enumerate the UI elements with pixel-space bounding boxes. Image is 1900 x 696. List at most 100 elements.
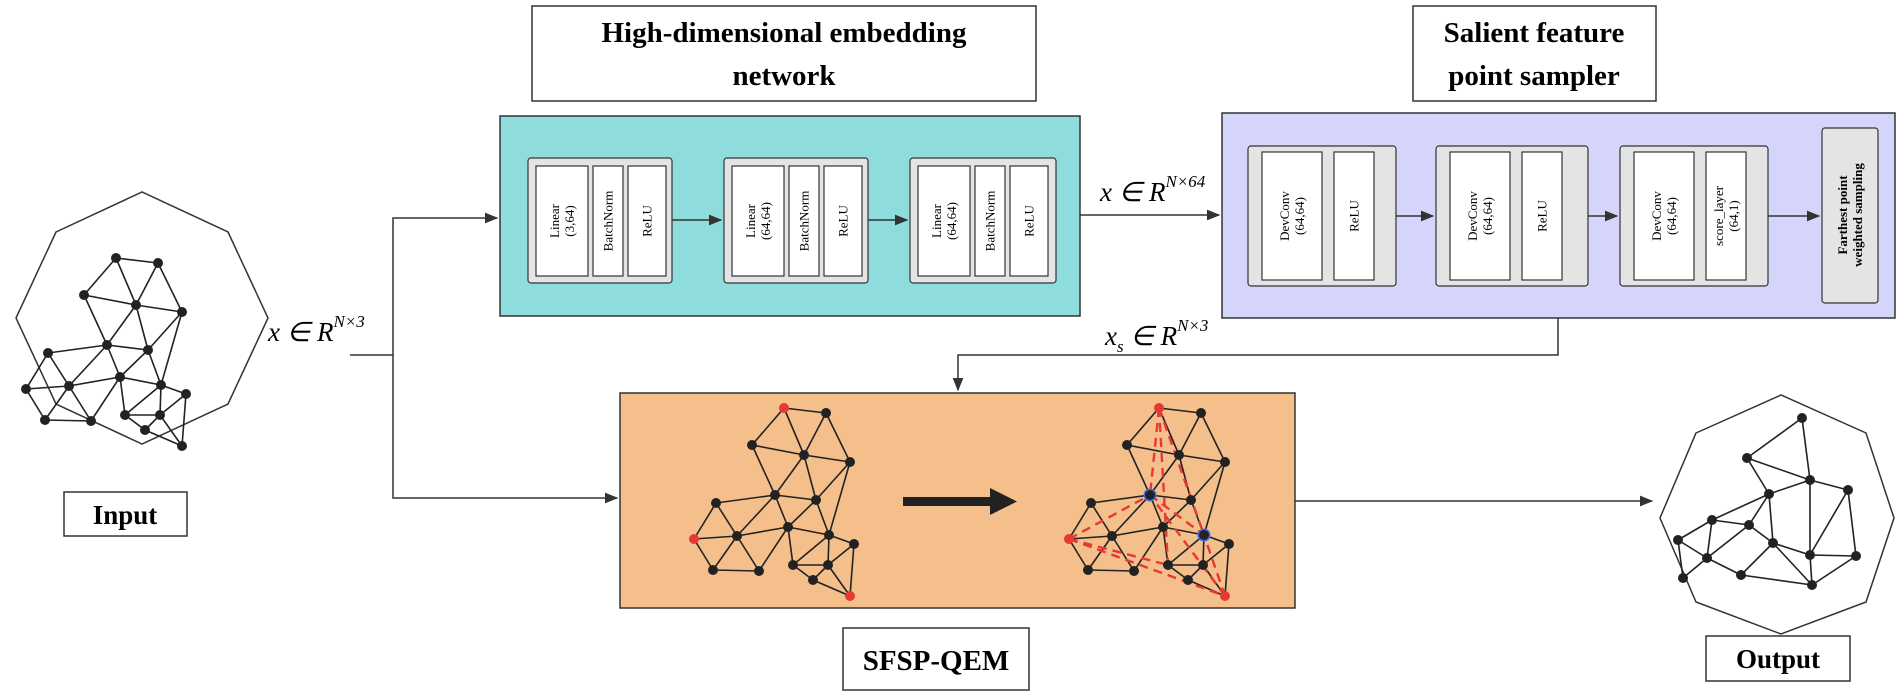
mesh-edge	[83, 294, 108, 346]
embedding-cell	[592, 165, 624, 277]
mesh-edge	[1677, 519, 1713, 541]
embedding-cell-label: ReLU	[836, 205, 851, 237]
embedding-cell	[535, 165, 589, 277]
mesh-edge	[1068, 538, 1089, 571]
mesh-edge	[119, 349, 149, 378]
mesh-node	[181, 389, 191, 399]
mesh-edge	[1809, 554, 1813, 586]
mesh-node	[1220, 457, 1230, 467]
farthest-point-sampling-label: Farthest pointweighted sampling	[1835, 163, 1865, 267]
mesh-edge	[1746, 457, 1770, 495]
mesh-node	[1702, 553, 1712, 563]
sfsp-caption-box: SFSP-QEM	[842, 627, 1030, 691]
mesh-edge	[1677, 539, 1708, 559]
mesh-node	[64, 381, 74, 391]
mesh-edge	[47, 352, 70, 387]
mesh-edge	[147, 349, 162, 386]
mesh-edge	[715, 494, 776, 504]
mesh-edge	[1202, 543, 1230, 566]
sampler-cell-label: score_layer(64,1)	[1711, 185, 1741, 246]
mesh-node	[1673, 535, 1683, 545]
mesh-node	[43, 348, 53, 358]
embedding-cell	[788, 165, 820, 277]
mesh-edge	[1711, 493, 1770, 521]
mesh-edge	[1809, 554, 1857, 557]
mesh-edge	[106, 344, 121, 378]
mesh-edge	[124, 384, 162, 416]
mesh-edge	[774, 494, 817, 501]
mesh-edge	[783, 407, 805, 456]
mesh-node	[156, 380, 166, 390]
mesh-edge	[849, 543, 855, 597]
output-octagon	[1659, 394, 1895, 635]
mesh-edge	[715, 502, 738, 537]
mesh-edge	[1677, 539, 1684, 579]
mesh-edge	[1087, 569, 1135, 572]
mesh-node	[131, 300, 141, 310]
collapse-edge	[1068, 537, 1226, 598]
mesh-node	[177, 307, 187, 317]
embedding-cell	[627, 165, 667, 277]
mesh-node	[21, 384, 31, 394]
mesh-node	[1768, 538, 1778, 548]
mesh-edge	[1162, 526, 1205, 536]
mesh-node	[821, 408, 831, 418]
input-caption-box: Input	[63, 491, 188, 537]
mesh-edge	[792, 534, 830, 566]
mesh-node	[1736, 570, 1746, 580]
simplify-arrow	[903, 488, 1017, 515]
mesh-node	[708, 565, 718, 575]
mesh-edge	[135, 304, 183, 313]
mesh-node	[1199, 530, 1209, 540]
connectors	[350, 209, 1654, 507]
mesh-edge	[181, 393, 187, 447]
mesh-node	[1807, 580, 1817, 590]
mesh-edge	[827, 543, 855, 566]
sfsp-input-mesh	[689, 403, 859, 601]
mesh-node	[143, 345, 153, 355]
mesh-edge	[144, 429, 183, 447]
mesh-edge	[119, 376, 126, 416]
mesh-edge	[1190, 461, 1226, 501]
mesh-edge	[1203, 461, 1226, 536]
embedding-cell-label: ReLU	[1022, 205, 1037, 237]
mesh-node	[754, 566, 764, 576]
mesh-node	[1764, 489, 1774, 499]
mesh-edge	[1706, 557, 1742, 576]
mesh-edge	[157, 262, 183, 313]
mesh-edge	[115, 257, 159, 264]
embedding-cell	[917, 165, 971, 277]
mesh-edge	[1111, 535, 1135, 572]
mesh-node	[79, 290, 89, 300]
mesh-node	[711, 498, 721, 508]
mesh-edge	[751, 444, 776, 496]
mesh-node	[1186, 495, 1196, 505]
mesh-node	[1083, 565, 1093, 575]
mesh-edge	[1768, 493, 1774, 544]
mesh-edge	[1178, 454, 1226, 463]
mesh-node	[1086, 498, 1096, 508]
mesh-node	[1122, 440, 1132, 450]
mesh-node	[1158, 522, 1168, 532]
mesh-edge	[751, 407, 785, 446]
mesh-node	[86, 416, 96, 426]
mesh-edge	[147, 311, 183, 351]
sampler-cell-label: ReLU	[1347, 200, 1362, 232]
mesh-edge	[827, 564, 851, 597]
mesh-node	[1196, 408, 1206, 418]
salient-node	[1154, 403, 1164, 413]
mesh-node	[1678, 573, 1688, 583]
mesh-edge	[751, 444, 805, 456]
mesh-edge	[1167, 534, 1205, 566]
mesh-edge	[68, 385, 92, 422]
mesh-edge	[803, 454, 851, 463]
mesh-edge	[115, 257, 137, 306]
mesh-node	[1843, 485, 1853, 495]
mesh-node	[1742, 453, 1752, 463]
mesh-node	[1198, 560, 1208, 570]
salient-node	[845, 591, 855, 601]
mesh-edge	[1809, 489, 1849, 556]
sampler-title-line2: point sampler	[1448, 60, 1620, 92]
